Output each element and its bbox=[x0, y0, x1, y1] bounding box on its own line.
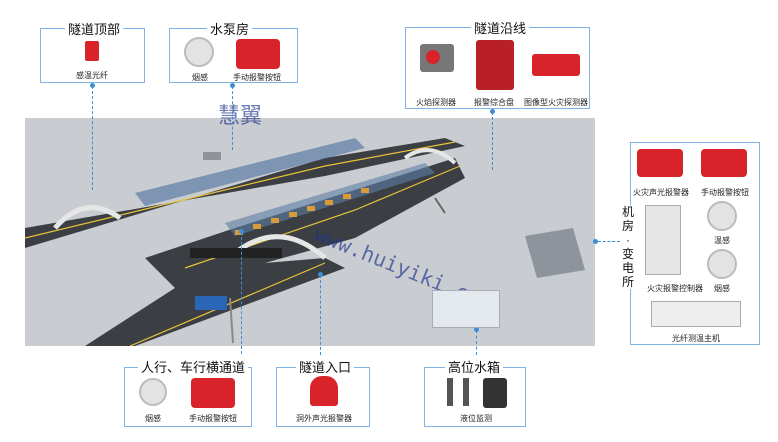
title-cross-passage: 人行、车行横通道 bbox=[138, 357, 249, 376]
alarm-panel-icon bbox=[476, 40, 514, 90]
upper-road bbox=[25, 138, 465, 248]
label-alarm-panel: 报警综合盘 bbox=[474, 98, 514, 107]
label-manual-alarm-3: 手动报警按钮 bbox=[189, 414, 237, 423]
label-manual-alarm: 手动报警按钮 bbox=[233, 73, 281, 82]
sound-light-alarm-icon bbox=[637, 149, 683, 177]
label-smoke-3: 烟感 bbox=[145, 414, 161, 423]
heat-detector-icon bbox=[707, 201, 737, 231]
smoke-detector-icon bbox=[184, 37, 214, 67]
label-outdoor-alarm: 洞外声光报警器 bbox=[296, 414, 352, 423]
fiber-temp-host-icon bbox=[651, 301, 741, 327]
panel-water-tank: 液位监测 bbox=[424, 367, 526, 427]
fire-alarm-controller-icon bbox=[645, 205, 681, 275]
title-tunnel-entrance: 隧道入口 bbox=[296, 357, 355, 376]
outdoor-sound-light-alarm-icon bbox=[310, 376, 338, 406]
tunnel-arch-left bbox=[53, 205, 122, 230]
label-smoke-2: 烟感 bbox=[714, 284, 730, 293]
water-tank-photo bbox=[432, 290, 500, 328]
label-fiber: 感温光纤 bbox=[76, 71, 108, 80]
panel-cross-passage: 烟感 手动报警按钮 bbox=[124, 367, 252, 427]
led-sign bbox=[190, 248, 282, 258]
panel-tunnel-entrance: 洞外声光报警器 bbox=[276, 367, 370, 427]
tunnel-scene bbox=[25, 118, 595, 346]
panel-machine-room: 火灾声光报警器 手动报警按钮 温感 烟感 火灾报警控制器 光纤测温主机 bbox=[630, 142, 760, 345]
title-tunnel-top: 隧道顶部 bbox=[65, 19, 124, 38]
label-flame-detector: 火焰探测器 bbox=[416, 98, 456, 107]
title-pump-room: 水泵房 bbox=[207, 19, 253, 38]
tunnel-illustration bbox=[25, 138, 585, 346]
manual-alarm-button-icon-2 bbox=[701, 149, 747, 177]
fiber-cable-icon bbox=[85, 41, 99, 61]
label-fire-alarm-controller: 火灾报警控制器 bbox=[647, 284, 703, 293]
smoke-detector-icon-2 bbox=[707, 249, 737, 279]
level-sensor-icon bbox=[447, 378, 453, 406]
label-level-monitor: 液位监测 bbox=[460, 414, 492, 423]
label-manual-alarm-2: 手动报警按钮 bbox=[701, 188, 749, 197]
title-machine-room: 机 房 · 变 电 所 bbox=[620, 205, 636, 289]
image-fire-detector-icon bbox=[532, 54, 580, 76]
level-monitor-icon bbox=[483, 378, 507, 408]
smoke-detector-icon-3 bbox=[139, 378, 167, 406]
manual-alarm-button-icon-3 bbox=[191, 378, 235, 408]
road-sign bbox=[195, 296, 227, 310]
label-sound-light-alarm: 火灾声光报警器 bbox=[633, 188, 689, 197]
title-along-tunnel: 隧道沿线 bbox=[471, 18, 530, 37]
label-image-fire-detector: 图像型火灾探测器 bbox=[524, 98, 588, 107]
substation-building bbox=[525, 228, 585, 278]
tunnel-arch-right bbox=[403, 148, 457, 165]
label-smoke: 烟感 bbox=[192, 73, 208, 82]
panel-along-tunnel: 火焰探测器 报警综合盘 图像型火灾探测器 bbox=[405, 27, 590, 109]
manual-alarm-button-icon bbox=[236, 39, 280, 69]
watermark-brand: 慧翼 bbox=[218, 104, 263, 129]
label-heat-detector: 温感 bbox=[714, 236, 730, 245]
label-fiber-temp-host: 光纤测温主机 bbox=[672, 334, 720, 343]
pump-equipment bbox=[203, 152, 221, 160]
tunnel-arch-center bbox=[233, 234, 327, 260]
title-water-tank: 高位水箱 bbox=[445, 357, 504, 376]
